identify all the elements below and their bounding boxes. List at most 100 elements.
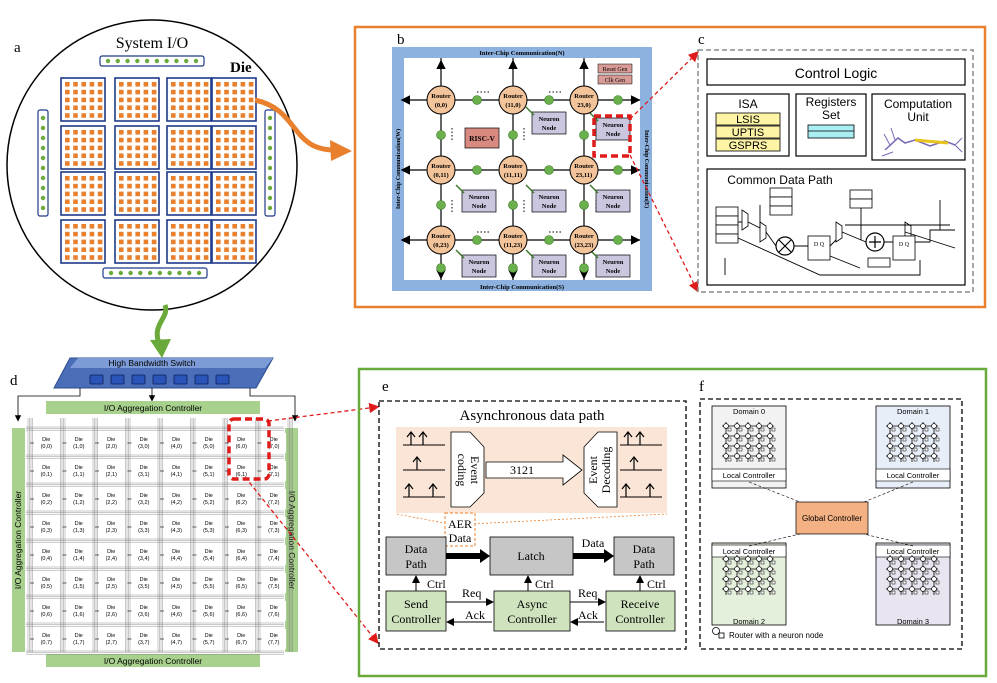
- local-controller: [711, 468, 787, 482]
- event-decoding-block: [583, 431, 618, 508]
- mesh-neuron: [924, 590, 929, 595]
- die-cell: [97, 153, 103, 158]
- die-cell: [187, 113, 192, 118]
- die-cell: [195, 105, 201, 110]
- neuron-node: [595, 254, 631, 278]
- ctrl-label-1: Ctrl: [427, 577, 446, 591]
- adder-plus: [869, 236, 881, 248]
- mesh-neuron: [771, 457, 776, 462]
- spike-head: [406, 431, 416, 438]
- die-coord: (7,4): [268, 556, 279, 562]
- die-cell: [143, 176, 149, 181]
- mesh-neuron: [935, 560, 940, 565]
- die-cell: [89, 130, 95, 135]
- receive-controller: [605, 590, 676, 632]
- die-coord: (2,0): [106, 444, 117, 450]
- die-label: Die: [270, 577, 278, 583]
- die-cell: [89, 255, 95, 260]
- spike-head: [635, 431, 645, 438]
- mesh-router: [756, 443, 762, 449]
- risc-v-node: [464, 127, 500, 149]
- event-decoding-label: EventDecoding: [586, 447, 613, 494]
- mesh-neuron: [760, 590, 765, 595]
- die-cell: [143, 247, 149, 252]
- router-coord: 23,0): [577, 102, 591, 109]
- switch-port: [152, 374, 167, 385]
- core-dashed-frame: [697, 49, 974, 293]
- die-coord: (0,7): [41, 640, 52, 646]
- die-cell: [151, 97, 157, 103]
- die-coord: (0,5): [41, 584, 52, 590]
- die-cell: [203, 137, 209, 143]
- agg-right-label: I/O Aggregation Controller: [287, 491, 297, 589]
- die-cell: [65, 199, 70, 204]
- die-cell: [65, 145, 70, 151]
- die-label: Die: [140, 465, 148, 471]
- die-cell: [248, 224, 254, 229]
- die-cell: [97, 176, 103, 181]
- mesh-router: [898, 566, 904, 572]
- die-cell: [248, 207, 254, 212]
- io-pad: [177, 270, 182, 276]
- die-cell: [171, 247, 176, 252]
- die-cell: [65, 82, 70, 87]
- die-cell: [164, 517, 189, 537]
- die-cell: [127, 207, 132, 212]
- mesh-router: [898, 433, 904, 439]
- die-coord: (2,7): [106, 640, 117, 646]
- die-label: Die: [205, 521, 213, 527]
- die-cell: [195, 207, 201, 212]
- panel-label-c: c: [698, 32, 705, 48]
- mesh-router: [909, 433, 915, 439]
- datapath-register: [849, 189, 873, 200]
- die-coord: (7,6): [268, 612, 279, 618]
- die-label: Die: [270, 521, 278, 527]
- die-label: Die: [75, 577, 83, 583]
- die-cell: [143, 183, 149, 189]
- die-label: Die: [237, 465, 245, 471]
- die-cell: [135, 224, 140, 229]
- die-label: Die: [172, 437, 180, 443]
- die-cell: [119, 97, 124, 103]
- mesh-neuron: [913, 437, 918, 442]
- neuron-node-label: Node: [472, 268, 487, 275]
- die-cell: [203, 130, 209, 135]
- wafer-die-grid: [60, 77, 257, 264]
- die-cell: [187, 82, 192, 87]
- latch-box: [489, 536, 574, 576]
- die-cell: [73, 255, 78, 260]
- die-cell: [66, 545, 91, 565]
- switch-label: High Bandwidth Switch: [109, 358, 196, 368]
- io-pad: [138, 270, 143, 276]
- die-cell: [119, 224, 124, 229]
- die-cell: [164, 573, 189, 593]
- mesh-router: [920, 423, 926, 429]
- die-cell: [89, 153, 95, 158]
- die-cell: [135, 89, 140, 95]
- die-label: Die: [42, 465, 50, 471]
- die-cell: [196, 461, 221, 481]
- die-cell: [216, 89, 221, 95]
- die-cell: [119, 191, 124, 197]
- async-title: Asynchronous data path: [460, 408, 605, 424]
- control-logic-box: [706, 58, 966, 86]
- die-coord: (0,3): [41, 528, 52, 534]
- event-coding-label: Eventcoding: [455, 454, 482, 487]
- die-cell: [195, 113, 201, 118]
- die-cell: [65, 231, 70, 237]
- data-arrow-1: [446, 549, 490, 563]
- die-cell: [203, 183, 209, 189]
- die-cell: [232, 207, 237, 212]
- aer-label-1: AER: [448, 517, 472, 531]
- die-cell: [65, 176, 70, 181]
- die-label: Die: [140, 633, 148, 639]
- die-cell: [127, 224, 132, 229]
- die-cell: [151, 255, 157, 260]
- ack-label-2: Ack: [578, 608, 598, 622]
- mesh-neuron: [935, 580, 940, 585]
- domain-title: Domain 2: [733, 617, 765, 626]
- die-cell: [81, 247, 86, 252]
- die-cell: [127, 183, 132, 189]
- die-cell: [232, 231, 237, 237]
- neuron-node-label: Node: [542, 268, 557, 275]
